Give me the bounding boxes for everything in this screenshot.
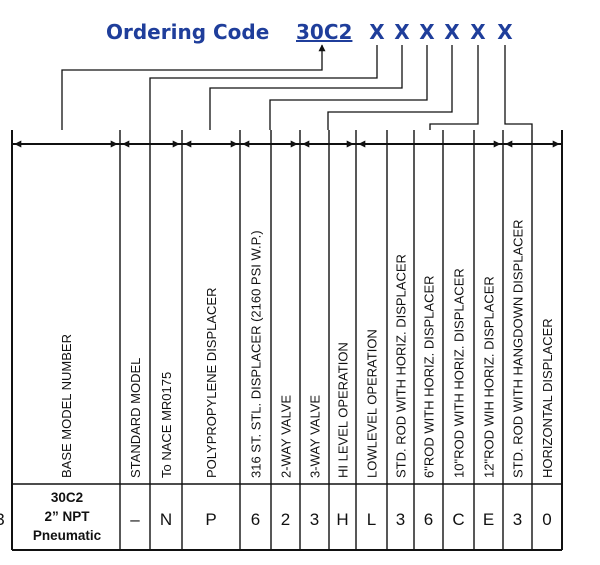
model-line-2: 2” NPT [44, 509, 90, 524]
column-label: 1"TO 10' HANGDOWN [0, 0, 133, 3]
option-code: 6 [251, 510, 260, 529]
code-placeholder: X [419, 20, 435, 44]
option-code: 3 [396, 510, 405, 529]
option-code: L [367, 510, 376, 529]
column-label: 6"ROD WITH HORIZ. DISPLACER [422, 275, 437, 478]
column-label: HORIZONTAL DISPLACER [540, 318, 555, 478]
column-label: 10"ROD WITH HORIZ. DISPLACER [452, 268, 467, 478]
column-label: 12"ROD WIH HORIZ. DISPLACER [482, 276, 497, 478]
option-code: P [205, 510, 216, 529]
option-code: N [160, 510, 172, 529]
connector-line [209, 45, 403, 130]
connector-lines [61, 44, 533, 130]
connector-line [149, 45, 378, 130]
code-placeholder: X [369, 20, 385, 44]
column-label: LOWLEVEL OPERATION [365, 329, 380, 478]
code-placeholder: X [394, 20, 410, 44]
column-label: 3-WAY VALVE [308, 395, 323, 478]
connector-line [429, 45, 479, 130]
code-placeholder: X [497, 20, 513, 44]
option-code: 3 [310, 510, 319, 529]
connector-line [269, 45, 428, 130]
option-code: H [336, 510, 348, 529]
column-label: STD. ROD WITH HORIZ. DISPLACER [394, 254, 409, 478]
column-label: POLYPROPYLENE DISPLACER [204, 288, 219, 479]
column-label: 316 ST. STL. DISPLACER (2160 PSI W.P.) [249, 230, 264, 478]
column-label: To NACE MR0175 [159, 372, 174, 478]
option-code: – [130, 510, 140, 529]
option-code: C [452, 510, 464, 529]
ordering-code-label: Ordering Code [106, 20, 269, 44]
column-label: BASE MODEL NUMBER [59, 334, 74, 478]
model-line-1: 30C2 [51, 490, 83, 505]
model-code: 30C2 [296, 20, 352, 44]
column-label: STANDARD MODEL [128, 358, 143, 478]
code-table-grid [11, 130, 563, 551]
column-labels: BASE MODEL NUMBER STANDARD MODEL To NACE M… [0, 0, 555, 478]
code-placeholder: X [444, 20, 460, 44]
option-code: 2 [281, 510, 290, 529]
connector-line [504, 45, 533, 130]
connector-line [327, 45, 453, 130]
connector-line [61, 44, 326, 130]
model-line-3: Pneumatic [33, 528, 102, 543]
option-code: 6 [424, 510, 433, 529]
column-label: HI LEVEL OPERATION [336, 342, 351, 478]
option-code: E [483, 510, 494, 529]
option-code: 3 [513, 510, 522, 529]
option-code: 0 [542, 510, 551, 529]
option-code: 3 [0, 510, 5, 529]
column-label: 2-WAY VALVE [279, 395, 294, 478]
code-placeholder: X [470, 20, 486, 44]
column-label: STD. ROD WITH HANGDOWN DISPLACER [511, 219, 526, 478]
